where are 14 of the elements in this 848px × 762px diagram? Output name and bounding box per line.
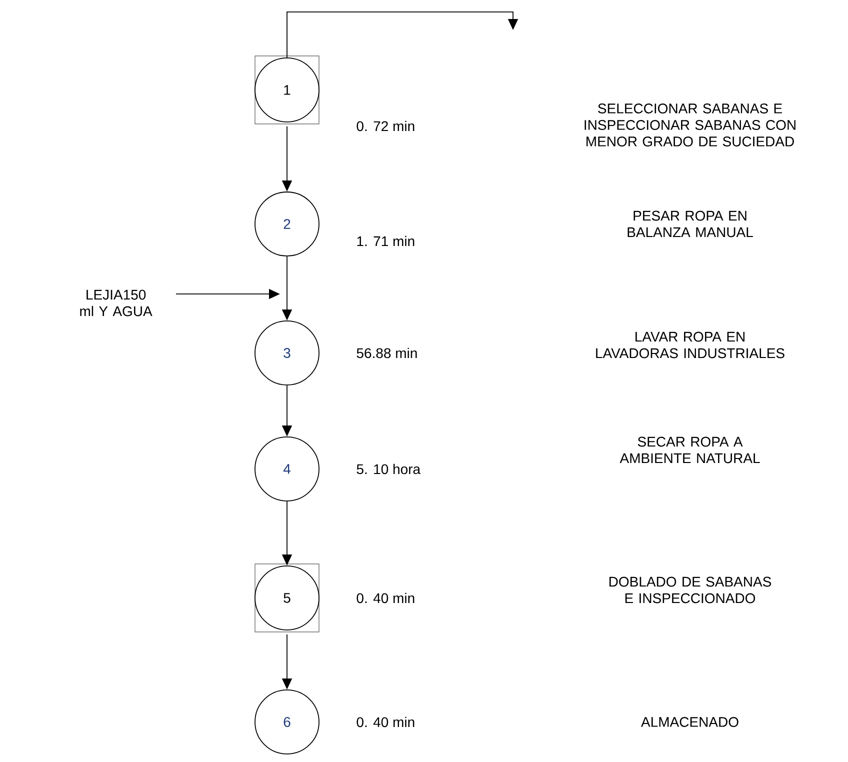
time-label: 0. 40 min <box>356 716 414 728</box>
time-label: 5. 10 hora <box>356 464 421 474</box>
time-label: 0. 72 min <box>356 120 414 132</box>
step-description: SELECCIONAR SABANAS E INSPECCIONAR SABANAS CON MENOR GRADO DE SUCIEDAD <box>584 104 796 146</box>
time-label: 56.88 min <box>356 348 417 358</box>
input-text: LEJIA150 ml Y AGUA <box>80 290 152 316</box>
time-label: 1. 71 min <box>357 236 414 246</box>
step-description: LAVAR ROPA EN LAVADORAS INDUSTRIALES <box>596 332 784 358</box>
step-description: DOBLADO DE SABANAS E INSPECCIONADO <box>609 576 772 604</box>
arrow <box>286 12 518 58</box>
time-label: 0. 40 min <box>356 592 414 604</box>
step-description: PESAR ROPA EN BALANZA MANUAL <box>628 210 753 238</box>
step-description: SECAR ROPA A AMBIENTE NATURAL <box>620 436 760 464</box>
step-description: ALMACENADO <box>641 717 738 727</box>
